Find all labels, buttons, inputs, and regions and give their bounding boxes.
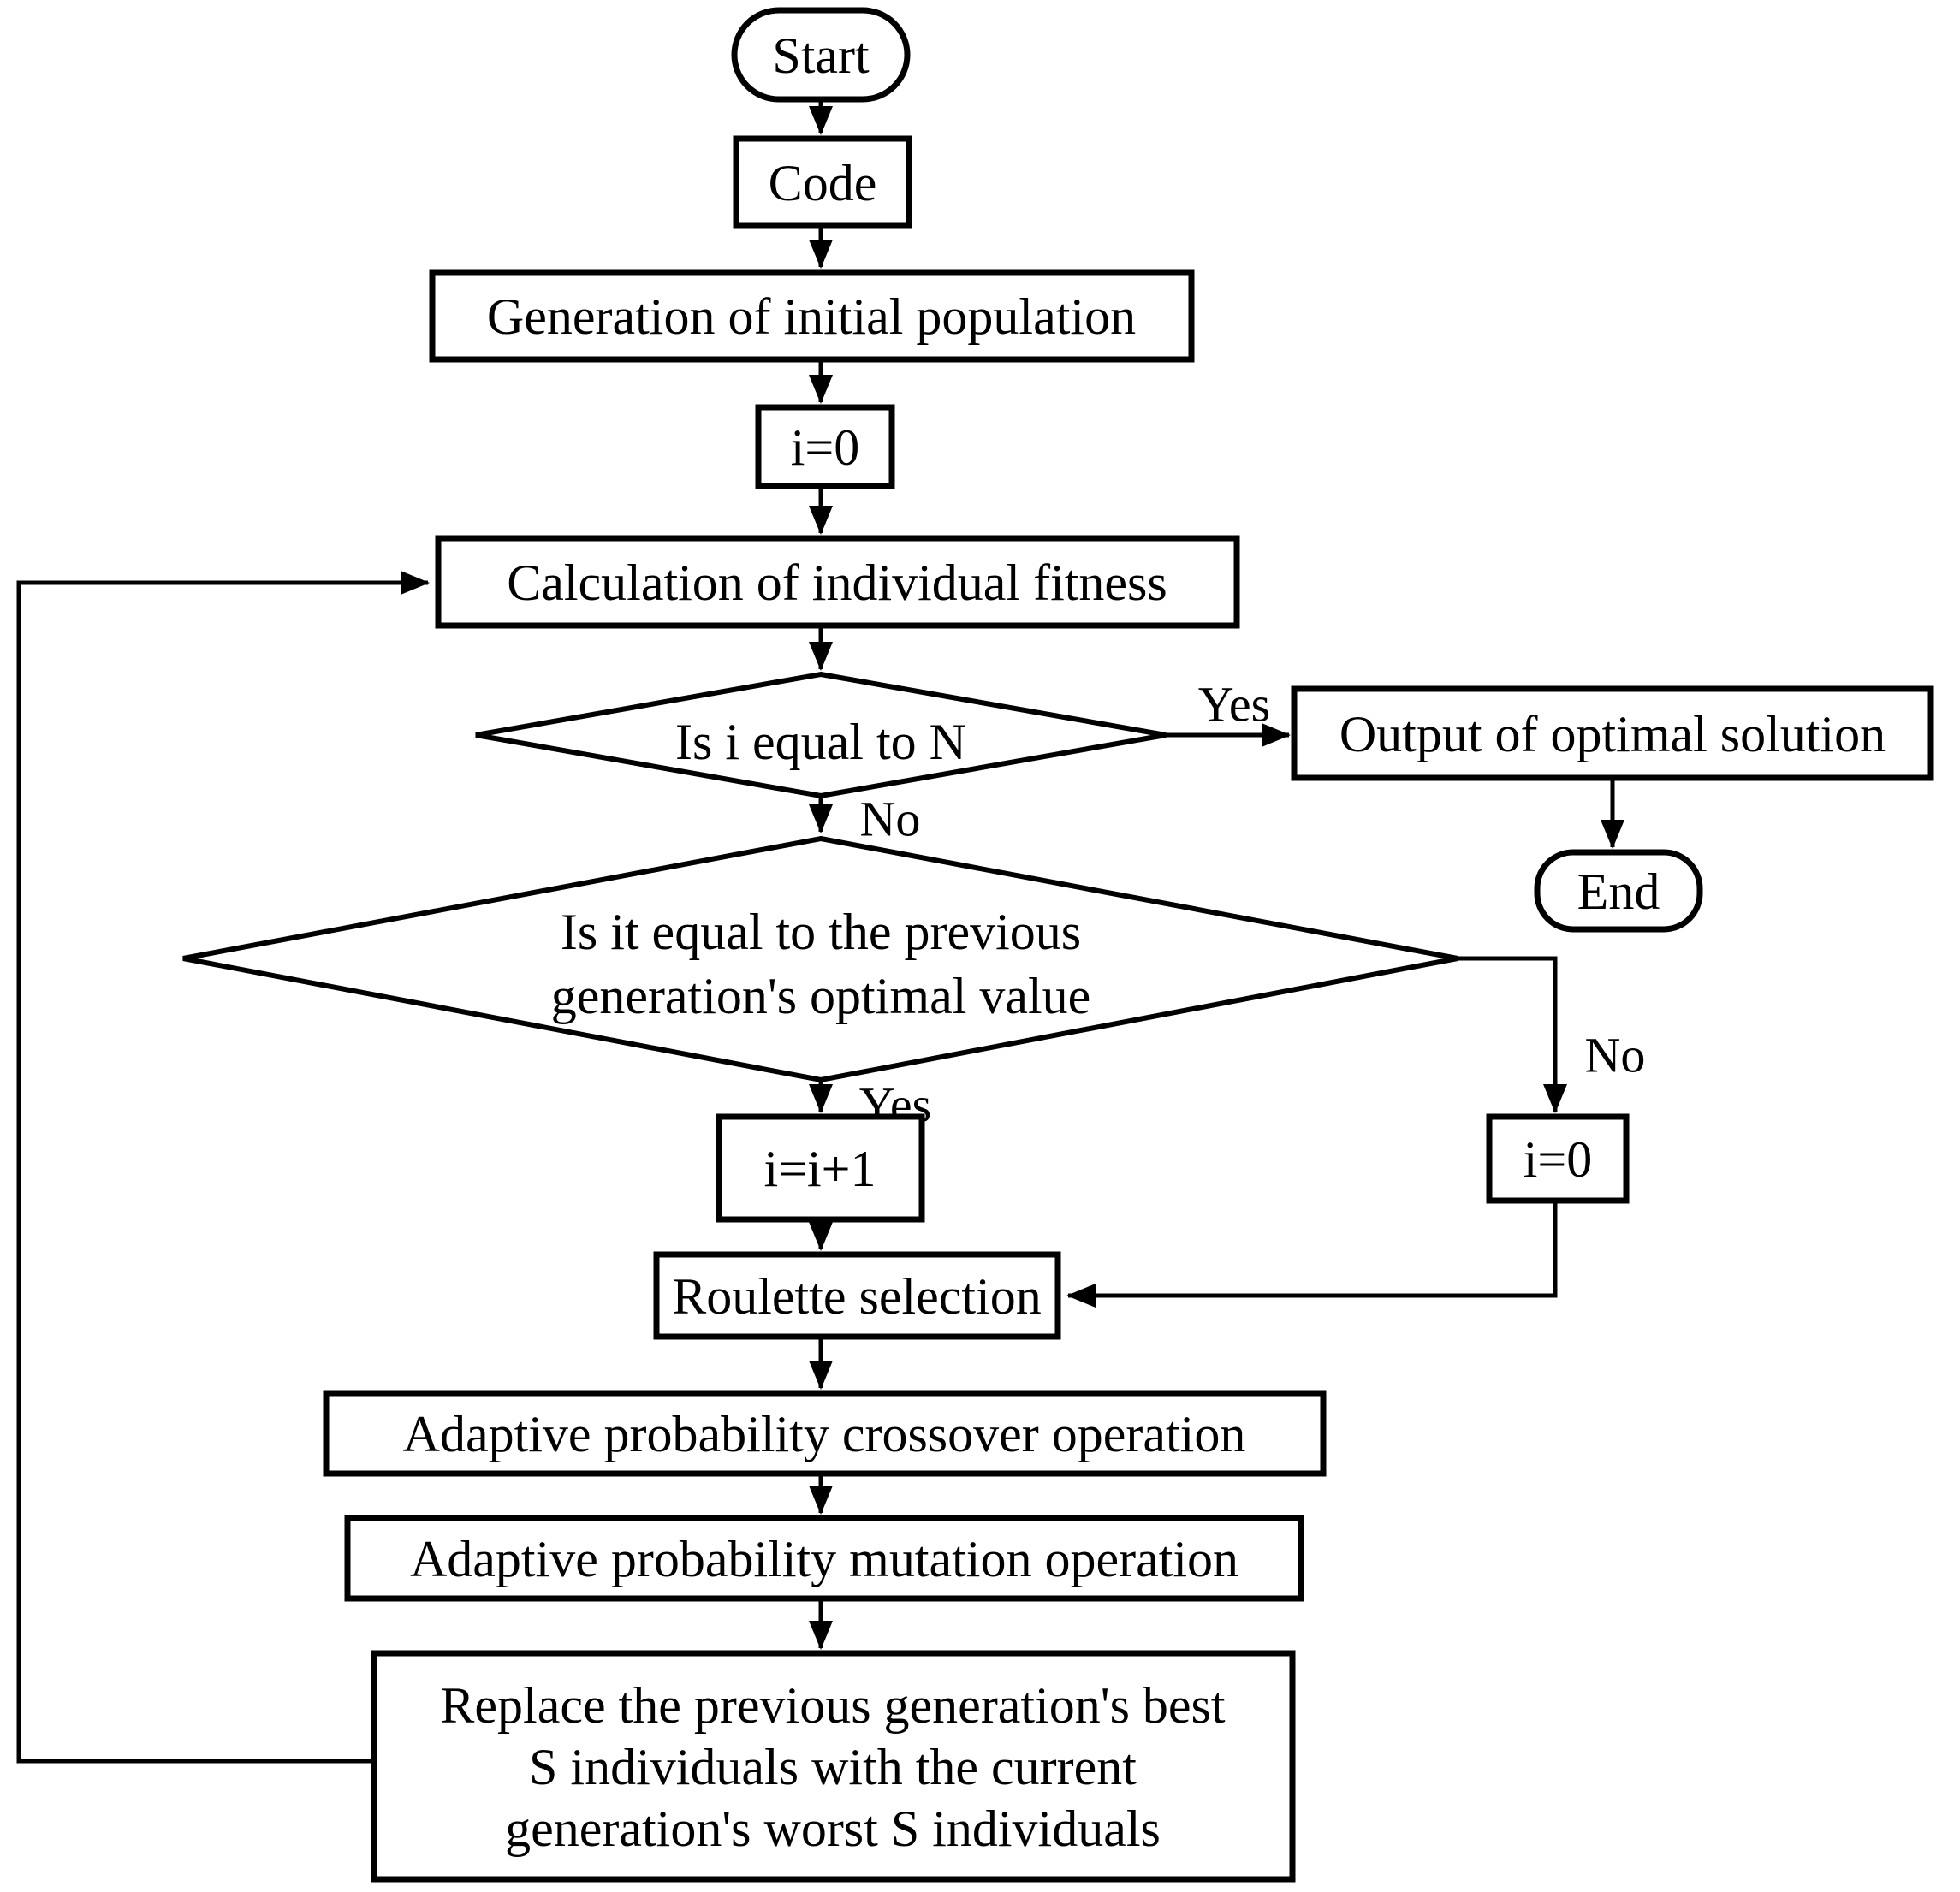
- node-check-n-label: Is i equal to N: [675, 714, 966, 770]
- node-code-shape: [733, 135, 912, 229]
- node-end: End: [1534, 849, 1703, 933]
- node-check-n: Is i equal to N: [475, 671, 1167, 799]
- node-mutation: Adaptive probability mutation operation: [344, 1515, 1304, 1602]
- node-start-label: Start: [772, 27, 870, 84]
- node-generation: Generation of initial population: [429, 269, 1195, 363]
- node-mutation-shape: [344, 1515, 1304, 1602]
- node-init-i: i=0: [755, 404, 895, 489]
- node-code: Code: [733, 135, 912, 229]
- node-generation-label: Generation of initial population: [487, 288, 1136, 345]
- edge-reseti-roulette: [1066, 1201, 1558, 1308]
- node-increment-label: i=i+1: [763, 1141, 876, 1197]
- node-reset-i: i=0: [1486, 1113, 1630, 1204]
- node-output-shape: [1291, 685, 1934, 781]
- node-output: Output of optimal solution: [1291, 685, 1934, 781]
- node-check-n-shape: [475, 671, 1167, 799]
- node-replace-shape: [371, 1650, 1296, 1883]
- node-crossover-label: Adaptive probability crossover operation: [403, 1406, 1246, 1462]
- node-crossover-shape: [323, 1390, 1327, 1477]
- node-check-prev: Is it equal to the previous generation's…: [182, 835, 1458, 1083]
- label-checkprev-no: No: [1585, 1027, 1646, 1082]
- node-check-prev-label-line2: generation's optimal value: [551, 968, 1091, 1024]
- node-init-i-shape: [755, 404, 895, 489]
- node-crossover: Adaptive probability crossover operation: [323, 1390, 1327, 1477]
- node-start: Start: [731, 7, 911, 103]
- node-code-label: Code: [769, 155, 877, 211]
- node-replace: Replace the previous generation's best S…: [371, 1650, 1296, 1883]
- node-init-i-label: i=0: [791, 419, 860, 476]
- node-fitness-label: Calculation of individual fitness: [507, 555, 1167, 611]
- node-output-label: Output of optimal solution: [1339, 706, 1886, 762]
- node-end-label: End: [1577, 863, 1660, 920]
- node-check-prev-label-line1: Is it equal to the previous: [561, 904, 1081, 960]
- node-replace-label-line1: Replace the previous generation's best: [440, 1677, 1225, 1734]
- node-mutation-label: Adaptive probability mutation operation: [410, 1531, 1238, 1587]
- node-roulette-label: Roulette selection: [672, 1268, 1042, 1325]
- node-generation-shape: [429, 269, 1195, 363]
- node-start-shape: [731, 7, 911, 103]
- edge-replace-loop-fitness: [16, 571, 430, 1764]
- label-checkn-no: No: [860, 791, 921, 846]
- node-replace-label-line3: generation's worst S individuals: [505, 1800, 1161, 1857]
- node-increment: i=i+1: [716, 1113, 925, 1223]
- node-check-prev-shape: [182, 835, 1458, 1083]
- node-replace-label-line2: S individuals with the current: [529, 1739, 1137, 1795]
- node-reset-i-label: i=0: [1523, 1131, 1593, 1188]
- label-checkn-yes: Yes: [1198, 676, 1270, 732]
- node-increment-shape: [716, 1113, 925, 1223]
- edge-checkprev-no-reseti: [1458, 956, 1567, 1113]
- node-reset-i-shape: [1486, 1113, 1630, 1204]
- node-roulette-shape: [653, 1251, 1061, 1340]
- node-end-shape: [1534, 849, 1703, 933]
- node-roulette: Roulette selection: [653, 1251, 1061, 1340]
- node-fitness: Calculation of individual fitness: [435, 535, 1240, 629]
- node-fitness-shape: [435, 535, 1240, 629]
